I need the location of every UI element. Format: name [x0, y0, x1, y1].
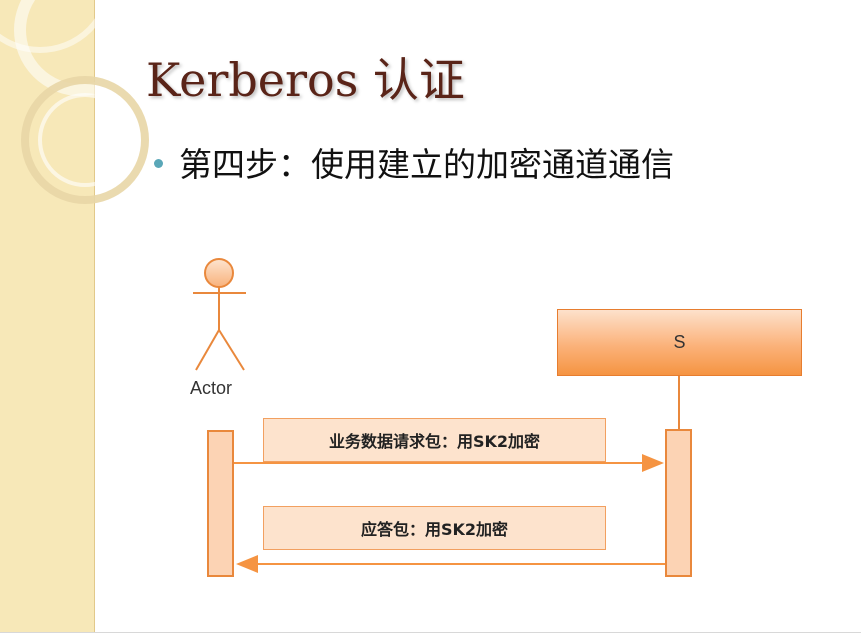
bullet-text: 第四步：使用建立的加密通道通信 [179, 145, 674, 184]
actor-label: Actor [190, 378, 233, 398]
actor-figure-icon [193, 258, 246, 371]
bullet-dot-icon [154, 158, 163, 168]
response-message-label: 应答包：用SK2加密 [263, 506, 606, 550]
server-activation-bar [665, 429, 692, 577]
server-lifeline-box: S [557, 309, 802, 376]
server-label: S [673, 332, 686, 352]
slide-title: Kerberos 认证 [146, 53, 465, 107]
actor-activation-bar [207, 430, 234, 577]
bullet-item: 第四步：使用建立的加密通道通信 [154, 138, 674, 186]
request-message-label: 业务数据请求包：用SK2加密 [263, 418, 606, 462]
request-message-text: 业务数据请求包：用SK2加密 [328, 432, 541, 451]
request-arrow [234, 454, 664, 472]
response-message-text: 应答包：用SK2加密 [360, 520, 509, 539]
bottom-border [0, 632, 861, 639]
response-arrow [236, 555, 665, 573]
